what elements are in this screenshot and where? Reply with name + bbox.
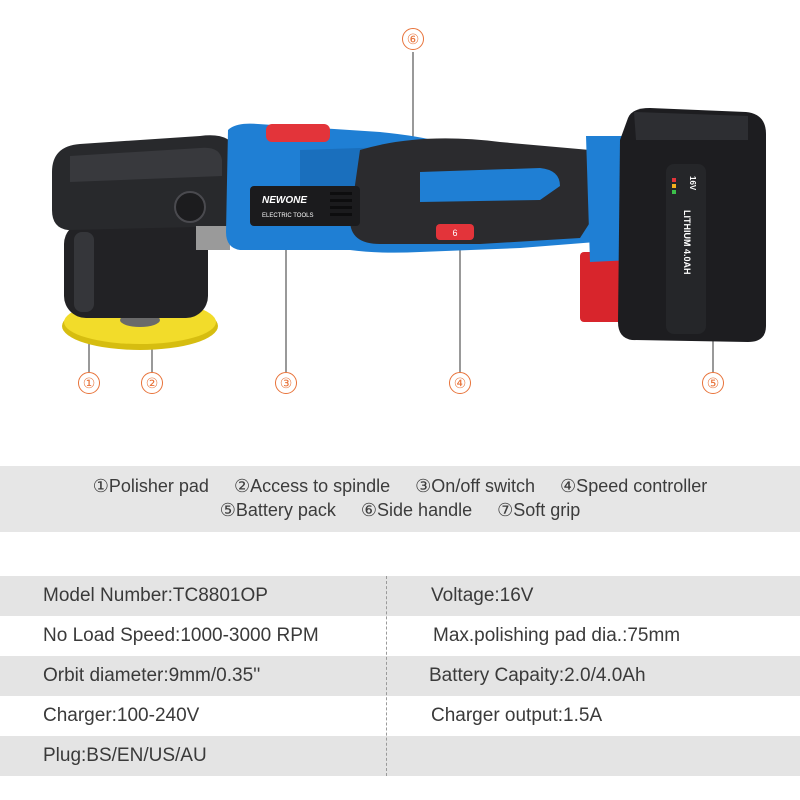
speed-dial-mark: 6 <box>452 228 457 238</box>
brand-logo: NEWONE <box>262 195 307 206</box>
spec-max-pad-diameter: Max.polishing pad dia.:75mm <box>433 625 681 646</box>
adjust-knob <box>174 191 206 223</box>
legend-item-on-off-switch: ③On/off switch <box>415 476 536 496</box>
spindle-cover <box>64 222 208 318</box>
on-off-switch <box>266 124 330 142</box>
callout-6: ⑥ <box>402 28 424 50</box>
legend-item-access-to-spindle: ②Access to spindle <box>233 476 391 496</box>
legend-item-speed-controller: ④Speed controller <box>560 476 708 496</box>
spec-column-divider <box>386 576 387 776</box>
spec-orbit-diameter: Orbit diameter:9mm/0.35'' <box>43 665 261 686</box>
battery-voltage-label: 16V <box>688 176 697 191</box>
parts-legend: ①Polisher pad ②Access to spindle ③On/off… <box>0 466 800 532</box>
product-illustration: NEWONE ELECTRIC TOOLS 6 LITHIUM 4.0AH 16… <box>52 28 766 394</box>
battery-latch <box>580 252 624 322</box>
speed-controller <box>436 224 474 240</box>
spec-charger: Charger:100-240V <box>43 705 200 726</box>
spec-plug: Plug:BS/EN/US/AU <box>43 745 207 766</box>
legend-item-polisher-pad: ①Polisher pad <box>92 476 209 496</box>
callout-5: ⑤ <box>702 372 724 394</box>
legend-item-side-handle: ⑥Side handle <box>360 500 473 520</box>
callout-4: ④ <box>449 372 471 394</box>
callout-2: ② <box>141 372 163 394</box>
legend-item-soft-grip: ⑦Soft grip <box>497 500 581 520</box>
spec-row: No Load Speed:1000-3000 RPM Max.polishin… <box>0 616 800 656</box>
callout-1: ① <box>78 372 100 394</box>
spec-model-number: Model Number:TC8801OP <box>43 585 268 606</box>
spec-voltage: Voltage:16V <box>431 585 534 606</box>
spec-row: Model Number:TC8801OP Voltage:16V <box>0 576 800 616</box>
spec-row: Plug:BS/EN/US/AU <box>0 736 800 776</box>
spec-charger-output: Charger output:1.5A <box>431 705 603 726</box>
spec-battery-capacity: Battery Capaity:2.0/4.0Ah <box>429 665 646 686</box>
spec-row: Orbit diameter:9mm/0.35'' Battery Capait… <box>0 656 800 696</box>
spec-table: Model Number:TC8801OP Voltage:16V No Loa… <box>0 576 800 776</box>
legend-item-battery-pack: ⑤Battery pack <box>219 500 336 520</box>
battery-level-indicator <box>672 178 676 194</box>
spec-no-load-speed: No Load Speed:1000-3000 RPM <box>43 625 319 646</box>
spec-row: Charger:100-240V Charger output:1.5A <box>0 696 800 736</box>
polisher-drawing: NEWONE ELECTRIC TOOLS 6 LITHIUM 4.0AH 16… <box>52 52 766 372</box>
brand-subtitle: ELECTRIC TOOLS <box>262 213 313 219</box>
battery-capacity-label: LITHIUM 4.0AH <box>682 210 692 275</box>
metal-collar <box>196 226 230 250</box>
legend-row-2: ⑤Battery pack ⑥Side handle ⑦Soft grip <box>0 500 800 521</box>
legend-row-1: ①Polisher pad ②Access to spindle ③On/off… <box>0 476 800 497</box>
callout-3: ③ <box>275 372 297 394</box>
vent-slots <box>330 192 352 216</box>
